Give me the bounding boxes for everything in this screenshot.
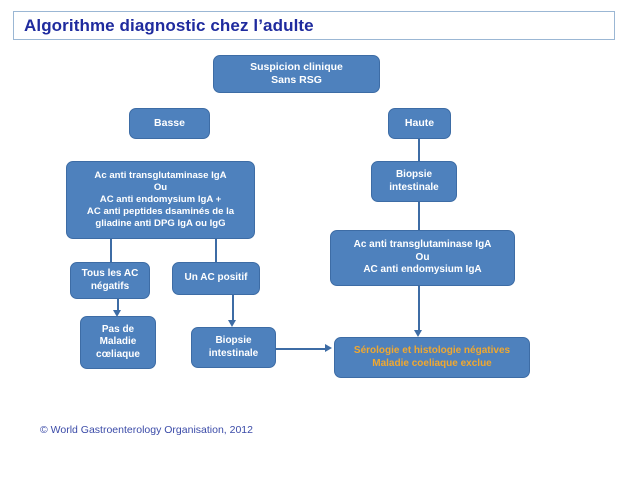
node-pas-maladie-line3: cœliaque <box>96 348 140 360</box>
copyright-notice: © World Gastroenterology Organisation, 2… <box>40 424 253 436</box>
node-basse: Basse <box>129 108 210 139</box>
node-ac-left-line1: Ac anti transglutaminase IgA <box>94 170 227 182</box>
node-pas-maladie-line2: Maladie <box>99 336 137 348</box>
node-biopsie-left-line1: Biopsie <box>215 335 252 346</box>
node-negatifs-line2: négatifs <box>90 280 130 292</box>
connector-biopsie-to-ac-right <box>418 202 420 231</box>
arrowhead-biopsie-left-to-final <box>325 344 332 352</box>
node-serologie-haute-probabilite: Ac anti transglutaminase IgA Ou AC anti … <box>330 230 515 286</box>
node-pas-maladie-line1: Pas de <box>101 323 135 335</box>
node-ac-right-line2: Ou <box>415 251 430 263</box>
node-final-line2: Maladie coeliaque exclue <box>372 357 492 369</box>
node-maladie-coeliaque-exclue: Sérologie et histologie négatives Maladi… <box>334 337 530 378</box>
node-biopsie-right-line1: Biopsie <box>395 169 433 180</box>
node-final-line1: Sérologie et histologie négatives <box>353 345 511 356</box>
arrowhead-positif-to-biopsie-left <box>228 320 236 327</box>
node-tous-ac-negatifs: Tous les AC négatifs <box>70 262 150 299</box>
node-biopsie-left-line2: intestinale <box>208 347 259 359</box>
connector-haute-to-biopsie <box>418 139 420 162</box>
connector-ac-left-to-negatifs <box>110 239 112 263</box>
node-suspicion-clinique: Suspicion clinique Sans RSG <box>213 55 380 93</box>
arrowhead-negatifs-to-pas-maladie <box>113 310 121 317</box>
page-title: Algorithme diagnostic chez l’adulte <box>24 15 314 35</box>
slide-title-bar: Algorithme diagnostic chez l’adulte <box>13 11 615 40</box>
connector-ac-left-to-positif <box>215 239 217 263</box>
connector-biopsie-left-to-final <box>276 348 326 350</box>
node-ac-left-line2: Ou <box>153 182 168 194</box>
connector-positif-to-biopsie-left <box>232 295 234 320</box>
node-biopsie-right-line2: intestinale <box>389 181 439 193</box>
node-basse-label: Basse <box>154 116 185 129</box>
node-ac-right-line1: Ac anti transglutaminase IgA <box>353 239 492 251</box>
node-haute: Haute <box>388 108 451 139</box>
node-ac-left-line5: gliadine anti DPG IgA ou IgG <box>95 217 226 229</box>
arrowhead-ac-right-to-final <box>414 330 422 337</box>
node-ac-right-line3: AC anti endomysium IgA <box>363 264 482 276</box>
node-suspicion-line1: Suspicion clinique <box>250 60 343 73</box>
node-haute-label: Haute <box>404 116 435 129</box>
connector-negatifs-to-pas-maladie <box>117 299 119 311</box>
node-biopsie-intestinale-haute: Biopsie intestinale <box>371 161 457 202</box>
node-un-ac-positif: Un AC positif <box>172 262 260 295</box>
node-ac-left-line3: AC anti endomysium IgA + <box>99 194 222 205</box>
connector-ac-right-to-final <box>418 286 420 331</box>
node-negatifs-line1: Tous les AC <box>81 268 139 279</box>
node-positif-label: Un AC positif <box>184 272 248 284</box>
node-biopsie-intestinale-basse: Biopsie intestinale <box>191 327 276 368</box>
node-pas-de-maladie-coeliaque: Pas de Maladie cœliaque <box>80 316 156 369</box>
node-suspicion-line2: Sans RSG <box>271 74 322 86</box>
node-ac-left-line4: AC anti peptides dsaminés de la <box>86 205 235 217</box>
node-serologie-basse-probabilite: Ac anti transglutaminase IgA Ou AC anti … <box>66 161 255 239</box>
